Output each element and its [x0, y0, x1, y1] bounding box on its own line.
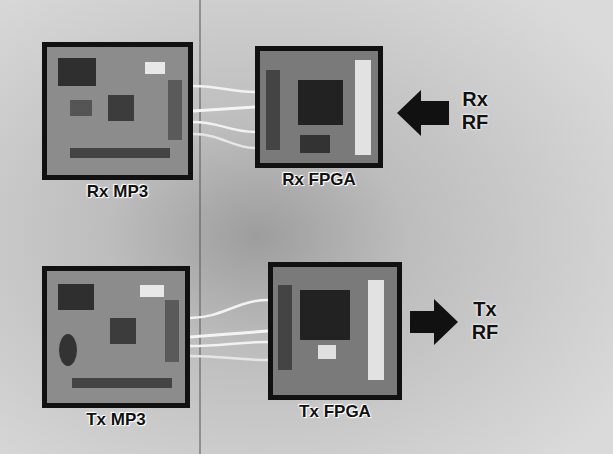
rf-arrow [397, 90, 449, 136]
circuit-board [273, 267, 397, 395]
board-frame [42, 266, 190, 408]
led-row [145, 62, 165, 74]
board-photo: Rx FPGA [255, 46, 383, 168]
board-photo: Tx FPGA [268, 262, 402, 400]
wire [190, 356, 268, 360]
chip [58, 58, 96, 86]
wire [190, 342, 268, 346]
pin-header [72, 378, 172, 388]
signal-label: Rx RF [452, 88, 498, 134]
wire [193, 86, 255, 92]
chip [108, 95, 134, 121]
board-photo: Tx MP3 [42, 266, 190, 408]
wire [190, 300, 268, 318]
rf-arrow [410, 299, 458, 345]
board-frame [255, 46, 383, 168]
circuit-board [47, 271, 185, 403]
wire [193, 122, 255, 132]
board-frame [268, 262, 402, 400]
fpga-chip [298, 80, 343, 125]
wire-bundle [190, 331, 268, 337]
signal-label: Tx RF [462, 298, 508, 344]
wire-bundle [193, 107, 255, 111]
connector [355, 60, 371, 155]
chip [318, 345, 336, 359]
board-label: Rx FPGA [282, 171, 356, 190]
connector [368, 280, 384, 380]
pin-header [168, 80, 182, 140]
led-row [140, 285, 164, 297]
wire [193, 134, 255, 148]
circuit-board [260, 51, 378, 163]
pin-header [165, 300, 179, 362]
fpga-chip [300, 290, 350, 340]
chip [70, 100, 92, 116]
chip [58, 284, 94, 310]
board-frame [42, 42, 193, 180]
chip [300, 135, 330, 153]
board-photo: Rx MP3 [42, 42, 193, 180]
board-label: Tx MP3 [86, 411, 146, 430]
board-label: Rx MP3 [87, 183, 148, 202]
pin-header [70, 148, 170, 158]
board-label: Tx FPGA [299, 403, 371, 422]
capacitor [59, 334, 77, 366]
scan-line [200, 0, 201, 454]
circuit-board [47, 47, 188, 175]
pin-header [278, 285, 292, 370]
chip [110, 318, 136, 344]
pin-header [266, 70, 280, 150]
